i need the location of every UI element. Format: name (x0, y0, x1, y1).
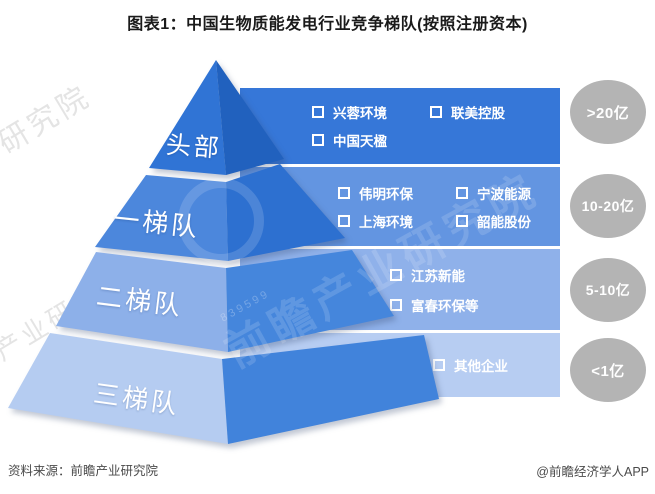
company-name: 兴蓉环境 (333, 106, 387, 121)
company-item: 伟明环保 (338, 183, 456, 203)
company-item: 韶能股份 (456, 211, 531, 231)
square-bullet-icon (312, 106, 324, 118)
credit-note: @前瞻经济学人APP (536, 465, 649, 479)
square-bullet-icon (312, 134, 324, 146)
company-name: 富春环保等 (411, 298, 479, 314)
tier4-label: 三梯队 (91, 378, 182, 420)
tier2-label: 一梯队 (111, 203, 202, 243)
company-item: 富春环保等 (390, 295, 479, 315)
company-row: 江苏新能 (390, 265, 560, 285)
capital-badge-tier3: 5-10亿 (570, 258, 646, 322)
company-name: 宁波能源 (477, 186, 531, 202)
square-bullet-icon (338, 186, 350, 199)
company-name: 江苏新能 (411, 268, 465, 284)
company-item: 中国天楹 (312, 130, 430, 150)
company-name: 中国天楹 (333, 134, 387, 149)
company-item: 江苏新能 (390, 265, 465, 285)
company-name: 伟明环保 (359, 186, 413, 202)
source-note: 资料来源：前瞻产业研究院 (8, 464, 159, 478)
company-row: 兴蓉环境 联美控股 (312, 102, 560, 122)
company-row: 上海环境 韶能股份 (338, 211, 560, 231)
capital-badge-tier2: 10-20亿 (570, 174, 646, 238)
figure-title: 图表1：中国生物质能发电行业竞争梯队(按照注册资本) (127, 16, 528, 33)
company-name: 联美控股 (451, 106, 505, 121)
company-row: 富春环保等 (390, 295, 560, 315)
company-row: 其他企业 (433, 355, 560, 375)
square-bullet-icon (433, 359, 445, 371)
square-bullet-icon (456, 214, 468, 227)
square-bullet-icon (456, 186, 468, 199)
tier1-companies-box: 兴蓉环境 联美控股 中国天楹 (240, 88, 560, 164)
tier2-companies-box: 伟明环保 宁波能源 上海环境 韶能股份 (240, 167, 560, 246)
company-item: 上海环境 (338, 211, 456, 231)
square-bullet-icon (430, 106, 442, 118)
square-bullet-icon (338, 214, 350, 227)
company-item: 宁波能源 (456, 183, 531, 203)
capital-badge-tier4: <1亿 (570, 338, 646, 402)
capital-badge-tier1: >20亿 (570, 80, 646, 144)
tier4-companies-box: 其他企业 (240, 333, 560, 397)
company-item: 兴蓉环境 (312, 102, 430, 122)
company-row: 中国天楹 (312, 130, 560, 150)
company-row: 伟明环保 宁波能源 (338, 183, 560, 203)
company-item: 其他企业 (433, 355, 508, 375)
company-item: 联美控股 (430, 102, 505, 122)
tier3-label: 二梯队 (94, 280, 185, 322)
company-name: 其他企业 (454, 359, 508, 374)
tier3-companies-box: 江苏新能 富春环保等 (240, 249, 560, 330)
company-name: 韶能股份 (477, 214, 531, 230)
company-name: 上海环境 (359, 214, 413, 230)
square-bullet-icon (390, 268, 402, 281)
square-bullet-icon (390, 298, 402, 311)
tier1-label: 头部 (164, 131, 223, 163)
watermark-text: 研究院 (0, 79, 98, 161)
